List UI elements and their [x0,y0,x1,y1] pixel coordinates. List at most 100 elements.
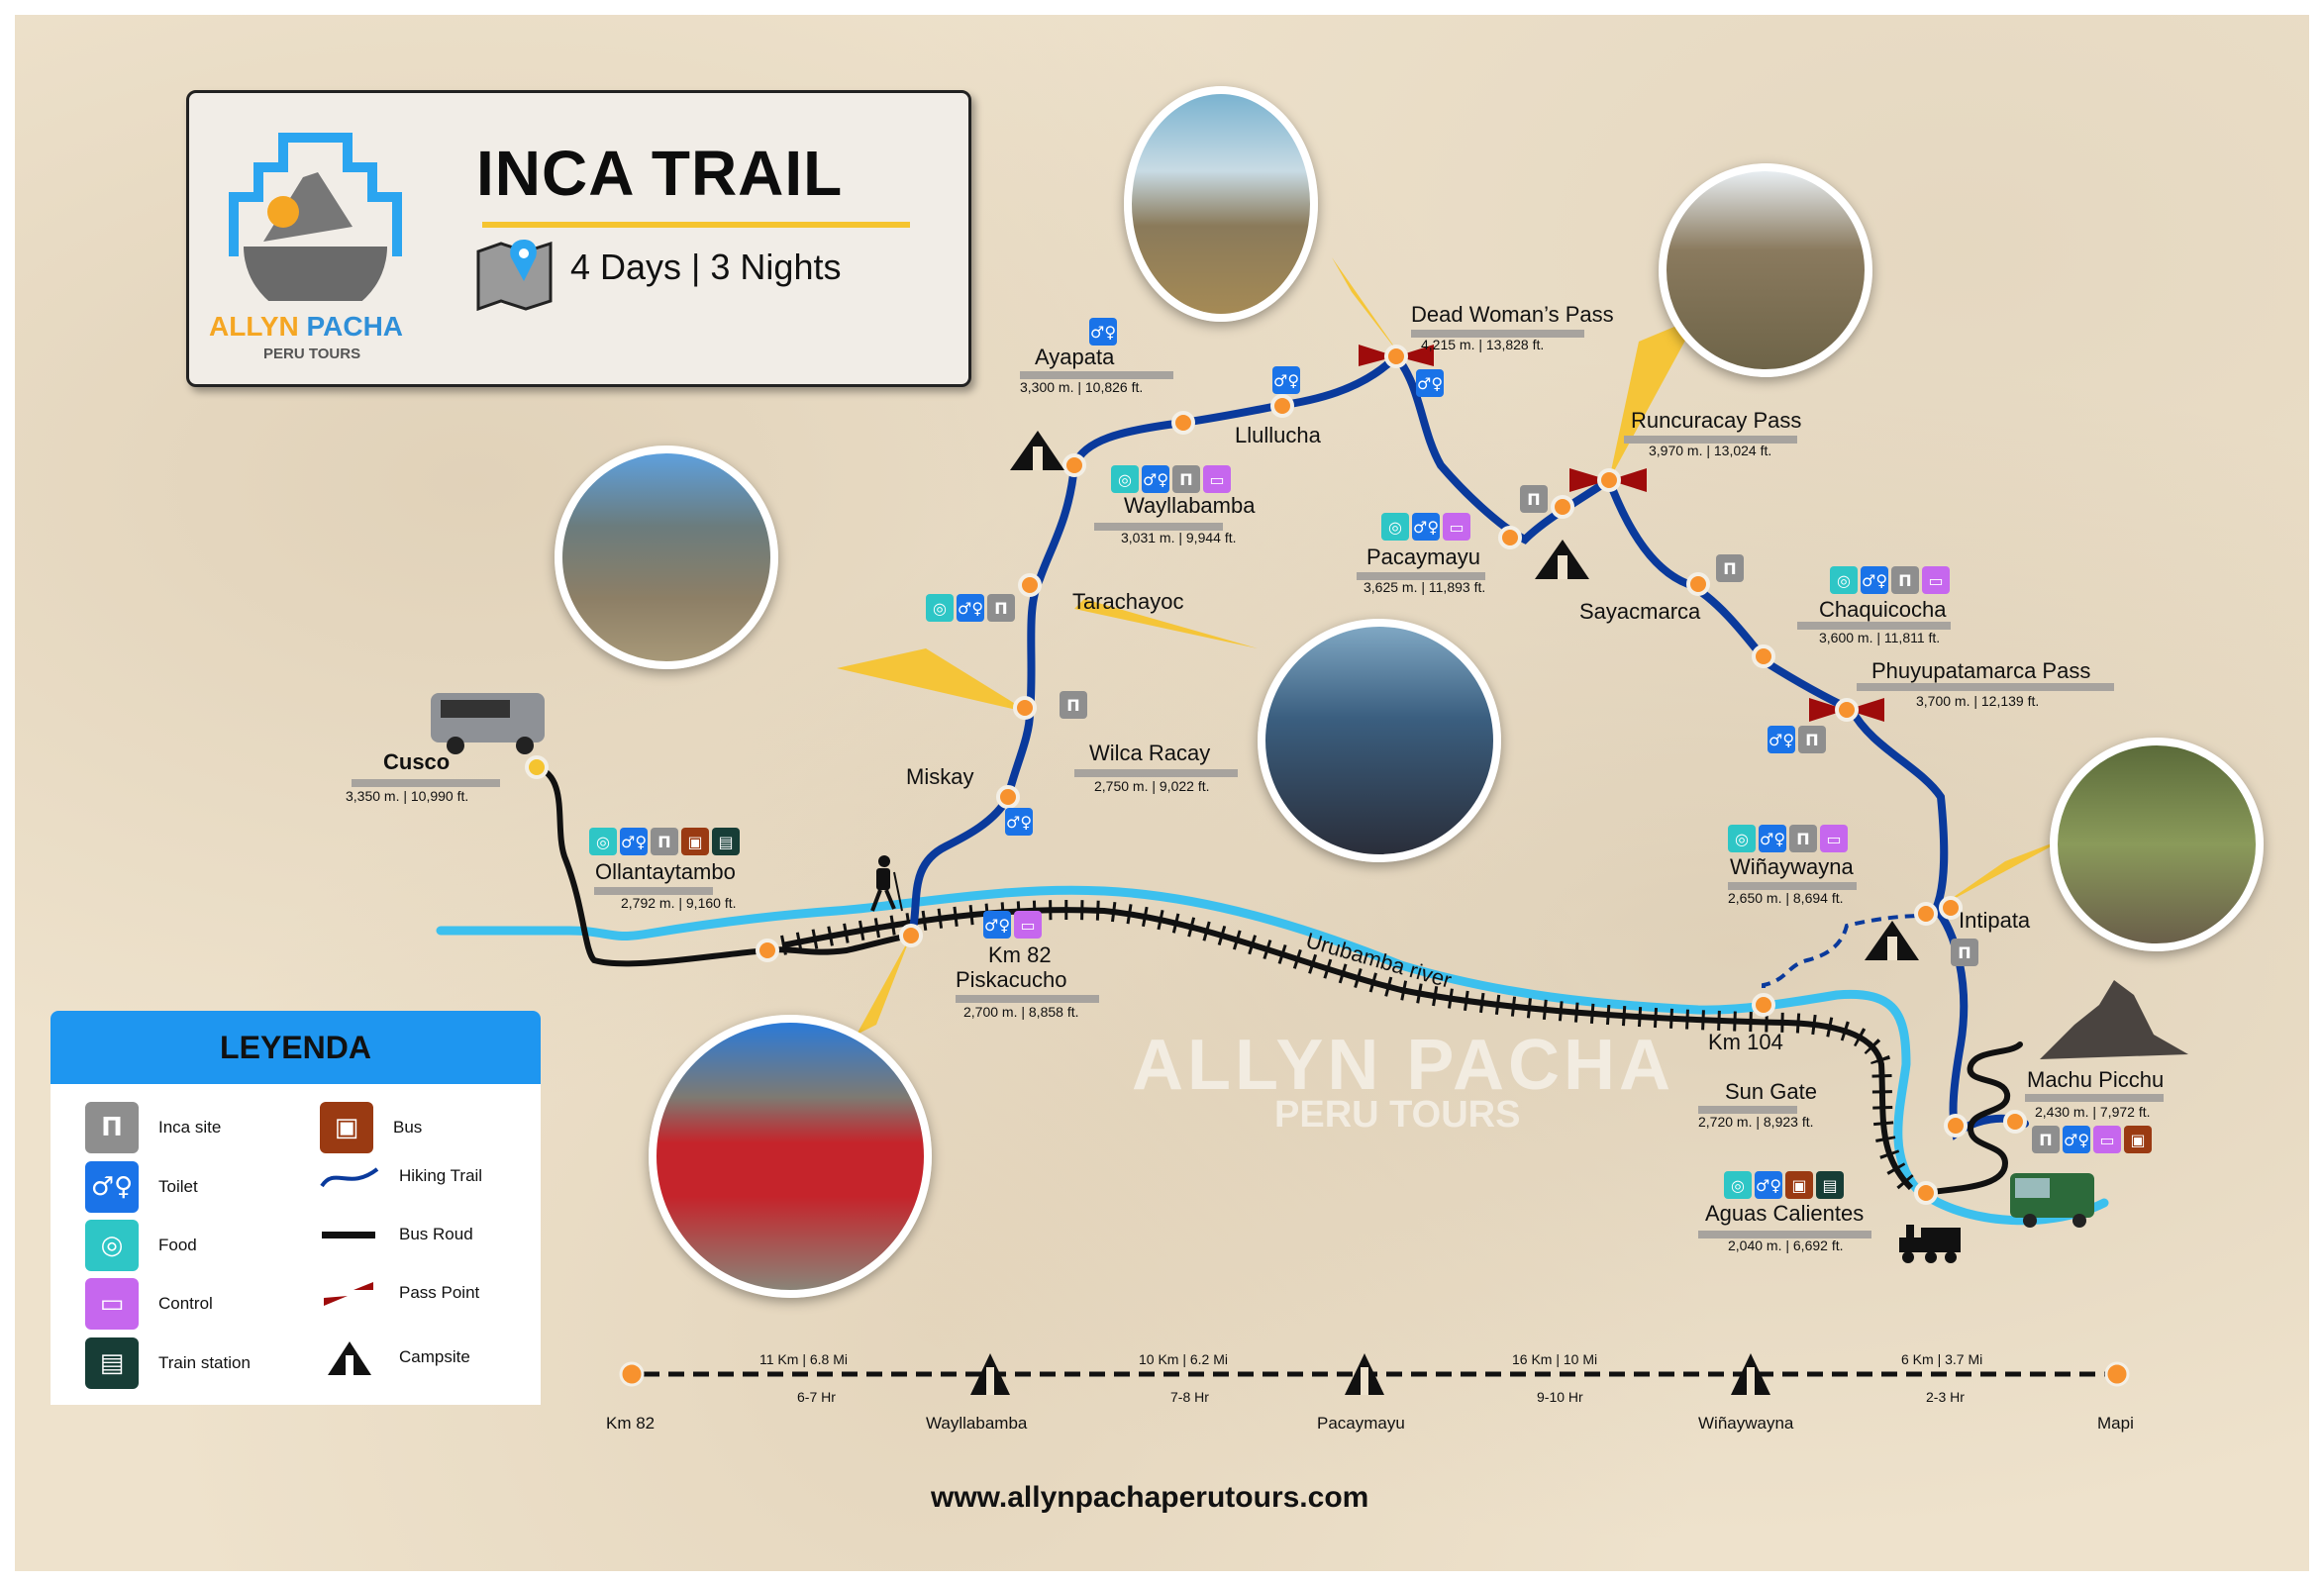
inca-site-icon: Π [1716,554,1744,582]
legend-item-campsite: Campsite [320,1337,470,1377]
elevation-machu-picchu: 2,430 m. | 7,972 ft. [2035,1104,2151,1120]
photo-trek-group-valley [555,446,778,669]
toilet-icon: ♂♀ [983,911,1011,939]
label-bar [1074,769,1238,777]
location-llullucha: Llullucha [1235,423,1321,447]
label-bar [1857,683,2114,691]
elevation-cusco: 3,350 m. | 10,990 ft. [346,788,469,804]
control-icon: ▭ [1443,513,1470,541]
label-bar [1020,371,1173,379]
photo-runcuracay [1659,163,1872,377]
train-station-icon: ▤ [85,1337,139,1389]
label-bar [1624,436,1797,444]
title-underline [482,222,910,228]
inca-trail-map: ALLYN PACHA PERU TOURS ALLYN PACHA PERU … [15,15,2309,1571]
website-link[interactable]: www.allynpachaperutours.com [931,1481,1369,1514]
photo-dead-womans-pass [1124,86,1318,322]
services-sayacmarca: Π [1716,554,1744,582]
food-icon: ◎ [1830,566,1858,594]
elevation-winaywayna: 2,650 m. | 8,694 ft. [1728,890,1844,906]
bus-road-icon [322,1232,375,1238]
train-icon [1899,1225,1961,1263]
services-pacaymayu-inca: Π [1520,485,1548,513]
watermark: ALLYN PACHA [1132,1026,1675,1105]
photo-km82-entrance [649,1015,932,1298]
label-bar [1411,330,1584,338]
photo-winaywayna-terraces [2050,738,2264,951]
campsite-icon [328,1341,371,1375]
toilet-icon: ♂♀ [1759,825,1786,852]
label-bar [1698,1231,1871,1238]
van-icon [431,693,545,754]
legend-item-train-station: ▤Train station [85,1337,251,1389]
legend-title: LEYENDA [51,1011,541,1084]
location-winaywayna: Wiñaywayna [1730,854,1854,879]
segment-duration: 2-3 Hr [1926,1389,1965,1405]
location-runcuracay-pass: Runcuracay Pass [1631,408,1802,433]
title-card: ALLYN PACHA PERU TOURS INCA TRAIL 4 Days… [186,90,971,387]
food-icon: ◎ [1111,465,1139,493]
inca-site-icon: Π [651,828,678,855]
inca-site-icon: Π [1060,691,1087,719]
label-bar [594,887,713,895]
elevation-phuyupatamarca-pass: 3,700 m. | 12,139 ft. [1916,693,2040,709]
location-km82: Km 82 [988,942,1052,967]
services-machu-picchu: Π ♂♀ ▭ ▣ [2032,1126,2152,1153]
services-miskay: ♂♀ [1005,808,1033,836]
bus-road [534,764,914,967]
bus-icon: ▣ [1785,1171,1813,1199]
elevation-runcuracay-pass: 3,970 m. | 13,024 ft. [1649,443,1772,458]
inca-site-icon: Π [1520,485,1548,513]
location-piskacucho: Piskacucho [956,967,1067,992]
toilet-icon: ♂♀ [2063,1126,2090,1153]
pass-points [1359,345,1884,722]
food-icon: ◎ [1728,825,1756,852]
trip-duration: 4 Days | 3 Nights [570,247,842,287]
services-llullucha: ♂♀ [1272,366,1300,394]
toilet-icon: ♂♀ [1768,726,1795,753]
stop-dots [525,345,2027,1205]
location-ollantaytambo: Ollantaytambo [595,859,736,884]
brand-tagline: PERU TOURS [263,346,361,362]
legend-item-food: ◎Food [85,1220,197,1271]
segment-duration: 6-7 Hr [797,1389,836,1405]
elevation-ollantaytambo: 2,792 m. | 9,160 ft. [621,895,737,911]
campsite-icons [1010,431,1919,960]
bus-road-machu-picchu [1923,1041,2023,1196]
toilet-icon: ♂♀ [620,828,648,855]
watermark-sub: PERU TOURS [1274,1094,1521,1136]
elevation-wilca-racay: 2,750 m. | 9,022 ft. [1094,778,1210,794]
services-ollantaytambo: ◎ ♂♀ Π ▣ ▤ [589,828,740,855]
services-intipata: Π [1951,939,1978,966]
location-phuyupatamarca-pass: Phuyupatamarca Pass [1871,658,2091,683]
inca-site-icon: Π [1798,726,1826,753]
legend-item-bus: ▣Bus [320,1102,422,1153]
services-phuyupatamarca: ♂♀ Π [1768,726,1826,753]
label-bar [956,995,1099,1003]
location-sayacmarca: Sayacmarca [1579,599,1701,624]
control-icon: ▭ [2093,1126,2121,1153]
timeline-stop-winaywayna: Wiñaywayna [1698,1414,1794,1433]
inca-site-icon: Π [1789,825,1817,852]
toilet-icon: ♂♀ [1416,369,1444,397]
timeline-line [619,1353,2130,1395]
control-icon: ▭ [1014,911,1042,939]
toilet-icon: ♂♀ [957,594,984,622]
toilet-icon: ♂♀ [85,1161,139,1213]
urubamba-river [436,885,2109,1226]
control-icon: ▭ [1203,465,1231,493]
elevation-wayllabamba: 3,031 m. | 9,944 ft. [1121,530,1237,545]
location-tarachayoc: Tarachayoc [1072,589,1184,614]
segment-distance: 10 Km | 6.2 Mi [1139,1351,1229,1367]
machu-picchu-mountain-icon [2040,980,2188,1059]
label-bar [1357,572,1485,580]
inca-site-icon: Π [2032,1126,2060,1153]
legend-item-bus-road: Bus Roud [320,1220,473,1249]
legend-item-control: ▭Control [85,1278,213,1330]
location-sun-gate: Sun Gate [1725,1079,1817,1104]
legend-item-toilet: ♂♀Toilet [85,1161,198,1213]
food-icon: ◎ [1724,1171,1752,1199]
food-icon: ◎ [589,828,617,855]
